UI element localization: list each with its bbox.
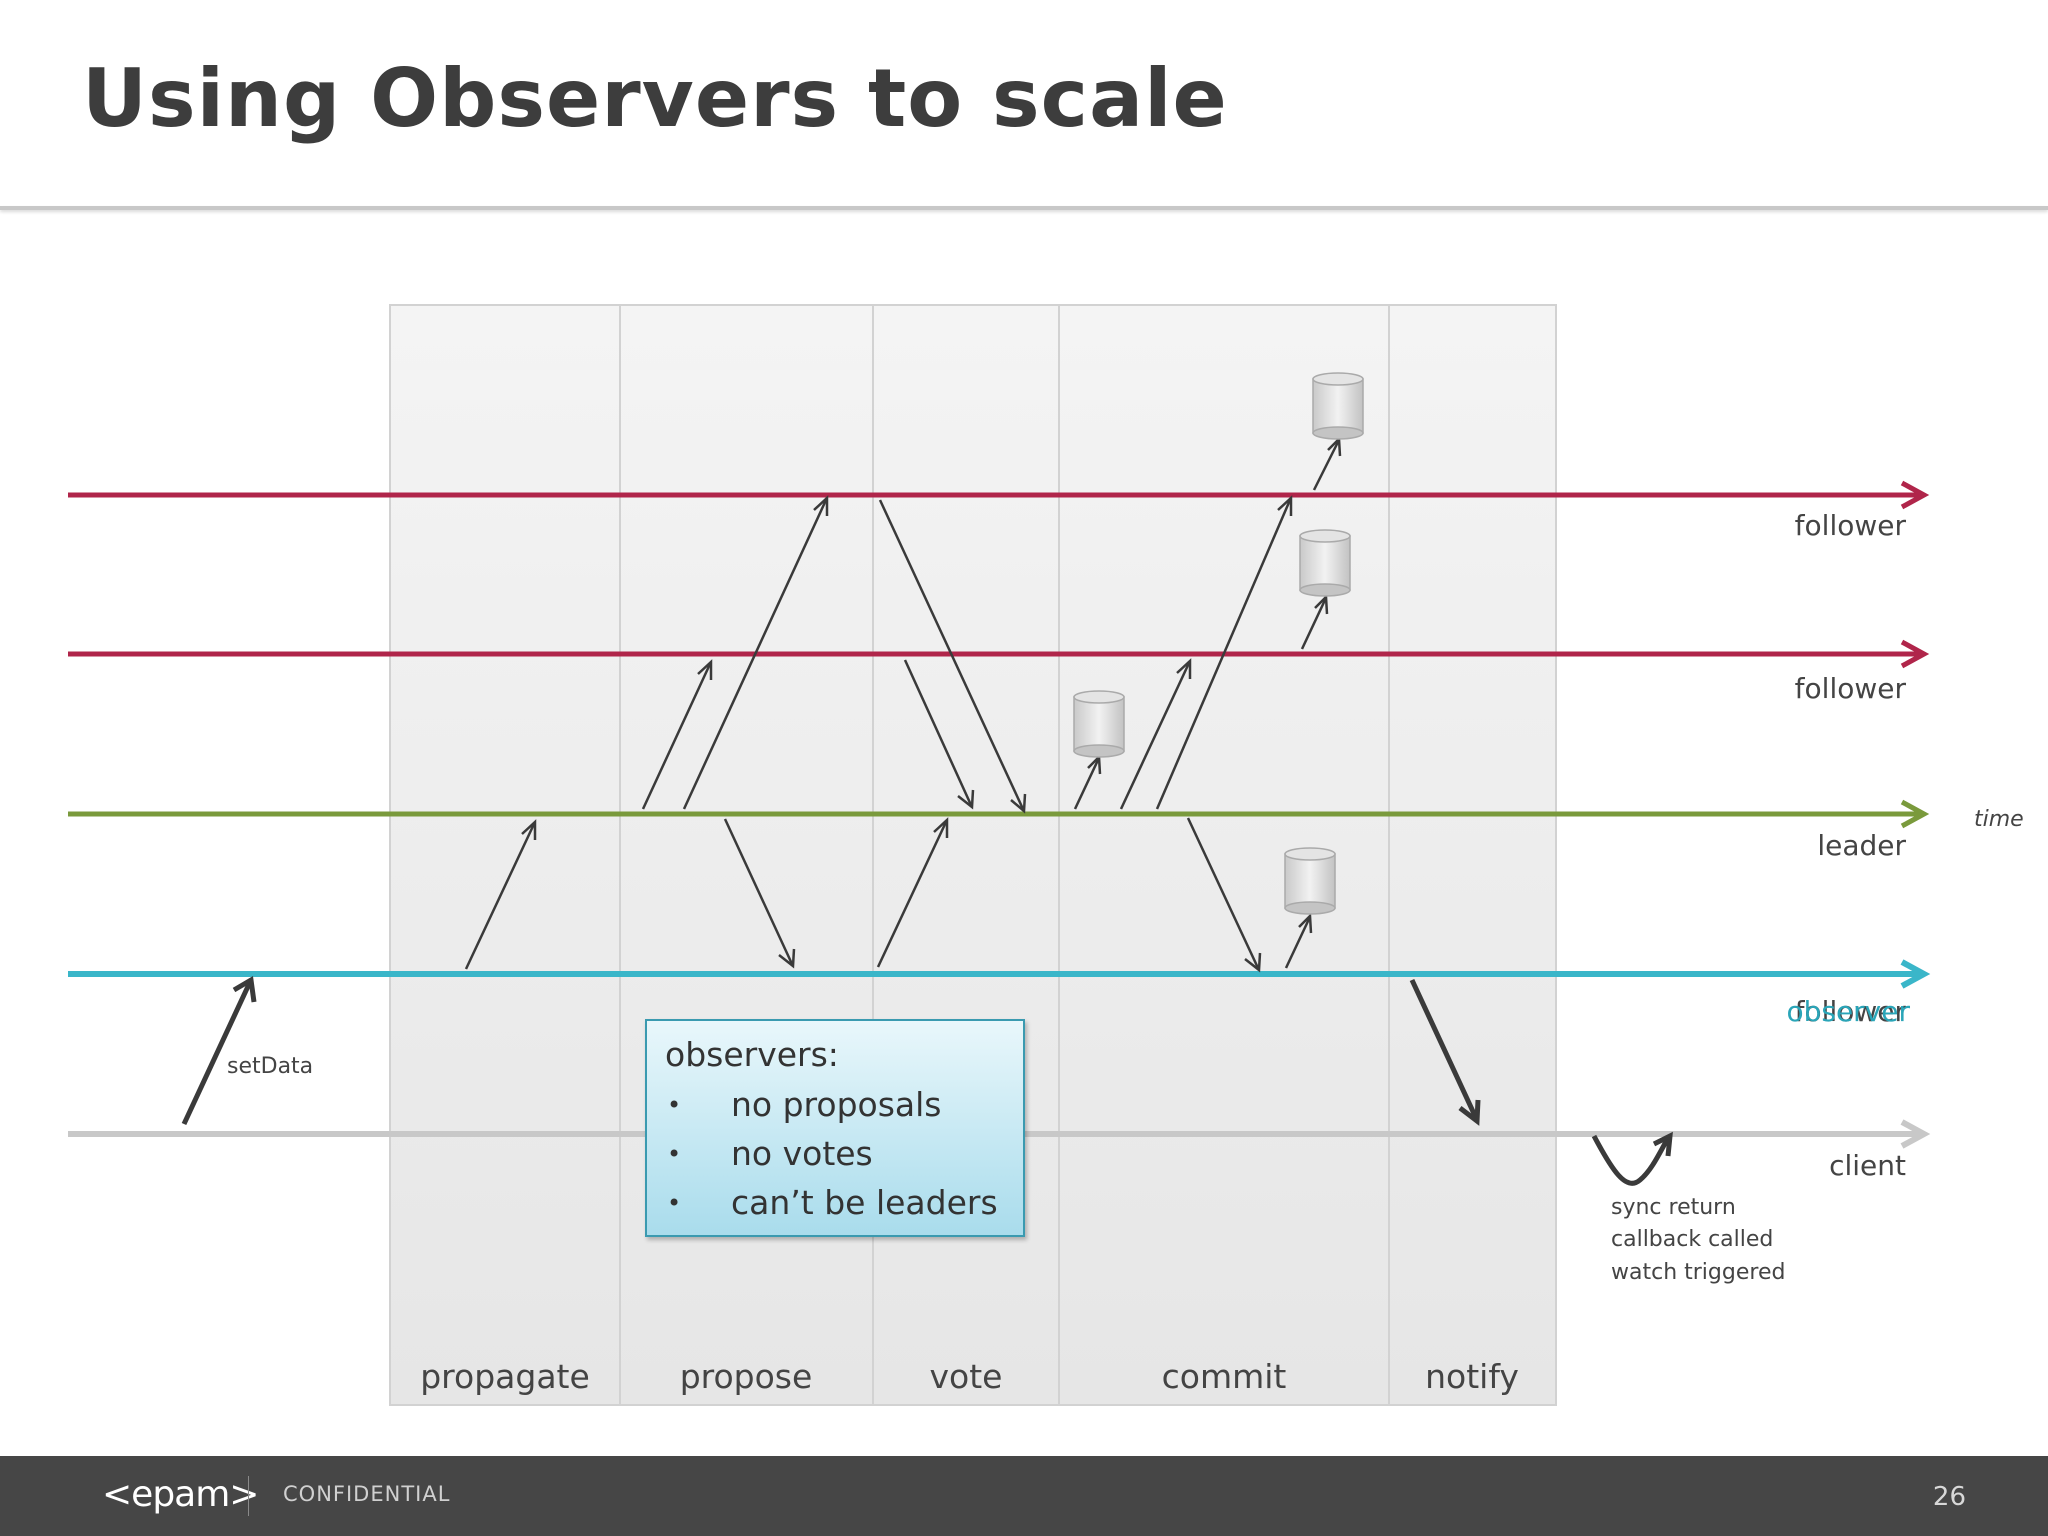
observer-callout: observers: • no proposals • no votes • can’… — [645, 1019, 1025, 1237]
arrow-propose-follower-2 — [641, 663, 712, 810]
phase-label-commit: commit — [1162, 1357, 1287, 1396]
phase-column-commit — [1058, 304, 1390, 1406]
epam-logo: <epam> — [102, 1474, 259, 1515]
arrow-vote-follower-2 — [903, 659, 973, 806]
phase-label-vote: vote — [930, 1357, 1003, 1396]
observer-callout-item-text: no proposals — [731, 1085, 942, 1124]
bullet-icon: • — [667, 1139, 682, 1168]
timeline-label-follower-1: follower — [1795, 509, 1907, 542]
observer-callout-list: • no proposals • no votes • can’t be leader… — [665, 1080, 1005, 1227]
arrow-commit-f2-store — [1300, 599, 1327, 650]
arrow-vote-follower-1 — [878, 499, 1025, 810]
storage-icon-follower-1 — [1312, 372, 1364, 440]
arrow-notify-client — [1409, 978, 1479, 1120]
client-note-sync-return: sync return — [1611, 1195, 1736, 1220]
storage-icon-follower-2 — [1299, 529, 1351, 597]
client-note-watch: watch triggered — [1611, 1260, 1785, 1285]
timeline-label-observer: observer — [1786, 995, 1910, 1028]
timeline-follower-2 — [68, 639, 1930, 669]
observer-callout-item: • can’t be leaders — [665, 1178, 1005, 1227]
arrow-commit-observer-store — [1284, 918, 1311, 969]
phase-column-propagate — [389, 304, 621, 1406]
page-number: 26 — [1932, 1482, 1966, 1512]
arrow-commit-follower-2 — [1119, 662, 1191, 810]
timeline-leader — [68, 799, 1930, 829]
observer-callout-item-text: no votes — [731, 1134, 873, 1173]
time-axis-label: time — [1974, 807, 2024, 832]
arrow-propose-follower-1 — [682, 499, 828, 810]
timeline-observer — [68, 959, 1931, 989]
setdata-label: setData — [227, 1054, 313, 1079]
phase-label-propagate: propagate — [420, 1357, 590, 1396]
phase-label-propose: propose — [680, 1357, 813, 1396]
observer-callout-item-text: can’t be leaders — [731, 1183, 998, 1222]
arrow-setdata — [181, 980, 253, 1126]
phase-column-vote — [872, 304, 1060, 1406]
slide-title: Using Observers to scale — [82, 52, 1228, 145]
phase-columns — [389, 304, 1557, 1406]
arrow-propose-observer — [723, 818, 794, 965]
storage-icon-observer — [1284, 847, 1336, 915]
title-divider — [0, 206, 2048, 210]
arrow-commit-leader-store — [1073, 759, 1100, 810]
arrow-sync-return — [1591, 1134, 1671, 1186]
phase-column-notify — [1388, 304, 1557, 1406]
bullet-icon: • — [667, 1188, 682, 1217]
message-arrows — [181, 436, 1673, 1186]
confidential-label: CONFIDENTIAL — [283, 1482, 451, 1506]
timeline-label-follower-2: follower — [1795, 672, 1907, 705]
arrow-commit-f1-store — [1312, 441, 1340, 491]
arrow-propagate — [464, 823, 536, 970]
observer-callout-item: • no votes — [665, 1129, 1005, 1178]
arrow-commit-follower-1 — [1155, 499, 1292, 810]
footer-bar: <epam> CONFIDENTIAL 26 — [0, 1456, 2048, 1536]
observer-callout-title: observers: — [665, 1035, 839, 1074]
phase-column-propose — [619, 304, 874, 1406]
timeline-follower-1 — [68, 480, 1930, 510]
footer-divider — [248, 1476, 249, 1516]
timeline-label-leader: leader — [1817, 829, 1906, 862]
arrow-observer-to-leader — [876, 821, 948, 968]
timeline-label-follower-underlay: follower — [1795, 995, 1907, 1028]
arrow-commit-observer — [1186, 817, 1260, 969]
client-note-callback: callback called — [1611, 1227, 1773, 1252]
timeline-label-client: client — [1829, 1149, 1906, 1182]
phase-label-notify: notify — [1425, 1357, 1519, 1396]
bullet-icon: • — [667, 1090, 682, 1119]
sequence-diagram: propagate propose vote commit notify fol… — [68, 304, 2024, 1406]
storage-icon-leader — [1073, 690, 1125, 758]
observer-callout-item: • no proposals — [665, 1080, 1005, 1129]
